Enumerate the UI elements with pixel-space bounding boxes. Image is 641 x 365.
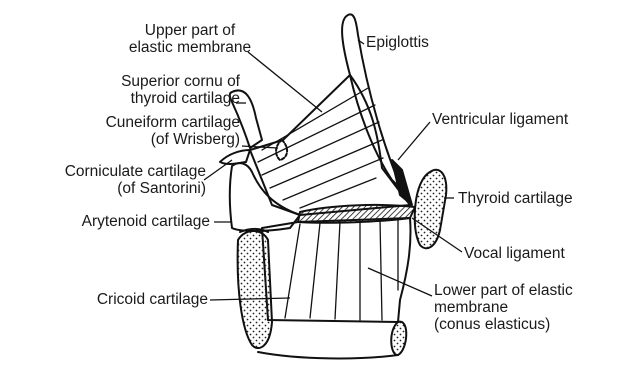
cricoid-cartilage-left bbox=[238, 231, 272, 348]
label-superior-cornu: Superior cornu of thyroid cartilage bbox=[40, 73, 240, 107]
leader-ventricular bbox=[398, 122, 430, 160]
corniculate-shape bbox=[220, 150, 250, 164]
leader-corniculate bbox=[204, 160, 232, 180]
label-vocal-ligament: Vocal ligament bbox=[464, 245, 565, 262]
label-epiglottis: Epiglottis bbox=[366, 34, 429, 51]
label-cuneiform: Cuneiform cartilage (of Wrisberg) bbox=[34, 114, 240, 148]
label-cricoid: Cricoid cartilage bbox=[10, 291, 208, 308]
leader-upper bbox=[248, 52, 322, 112]
leader-lower bbox=[368, 268, 432, 296]
cricoid-bottom bbox=[258, 352, 398, 358]
cricoid-cartilage-right bbox=[391, 322, 406, 355]
label-ventricular-ligament: Ventricular ligament bbox=[432, 111, 568, 128]
label-thyroid: Thyroid cartilage bbox=[458, 190, 573, 207]
label-lower-elastic-membrane: Lower part of elastic membrane (conus el… bbox=[434, 282, 573, 333]
label-arytenoid: Arytenoid cartilage bbox=[10, 213, 210, 230]
thyroid-cartilage-shape bbox=[415, 170, 447, 248]
label-corniculate: Corniculate cartilage (of Santorini) bbox=[8, 163, 206, 197]
label-upper-elastic-membrane: Upper part of elastic membrane bbox=[112, 22, 268, 56]
lower-membrane-lines bbox=[285, 219, 398, 320]
